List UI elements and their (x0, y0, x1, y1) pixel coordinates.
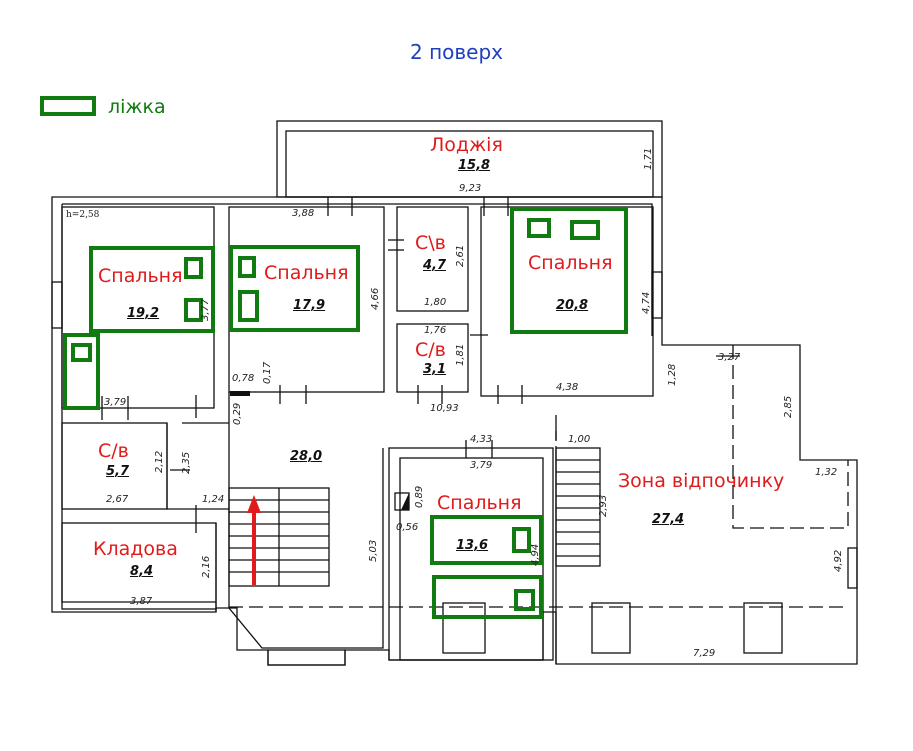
room-bedroom-4-label: Спальня (437, 492, 522, 514)
dim-label: 2,67 (106, 494, 129, 505)
dim-label: 1,80 (424, 297, 447, 308)
room-bedroom-1-area: 19,2 (127, 306, 160, 321)
dim-label: 9,23 (459, 183, 482, 194)
dim-label: 3,27 (718, 352, 741, 363)
room-rest-zone-label: Зона відпочинку (618, 470, 785, 492)
room-wc-1-label: С\в (415, 232, 446, 254)
stairs-right (555, 447, 601, 567)
dim-label: 2,85 (783, 395, 794, 418)
stairs-up-arrow (247, 495, 261, 585)
dim-label: 2,35 (181, 451, 192, 474)
legend-label: ліжка (108, 96, 166, 118)
dim-label: 2,61 (455, 244, 466, 267)
bed-5 (430, 515, 543, 565)
dim-label: 3,88 (292, 208, 315, 219)
dim-label: 4,38 (556, 382, 579, 393)
room-wc-1-area: 4,7 (423, 258, 447, 273)
room-rest-zone-area: 27,4 (652, 512, 685, 527)
dim-label: 3,79 (104, 397, 127, 408)
bed-1 (89, 246, 215, 333)
dim-label: 3,87 (130, 596, 153, 607)
room-wc-2-area: 3,1 (423, 362, 447, 377)
dim-label: 4,66 (370, 287, 381, 310)
page-title: 2 поверх (409, 40, 504, 64)
room-bedroom-2-label: Спальня (264, 262, 349, 284)
dim-label: 2,93 (598, 494, 609, 517)
room-wc-2-label: С/в (415, 339, 446, 361)
dim-label: 1,71 (643, 147, 654, 170)
legend-bed-swatch (40, 96, 96, 116)
dim-label: 1,32 (815, 467, 838, 478)
dim-label: 1,81 (455, 343, 466, 366)
bed-6 (432, 575, 543, 619)
room-loggia-area: 15,8 (458, 158, 491, 173)
dim-label: 3,79 (470, 460, 493, 471)
dim-label: 5,03 (368, 539, 379, 562)
dim-label: 4,92 (833, 549, 844, 572)
height-note: h=2,58 (66, 210, 100, 220)
dim-label: 0,56 (396, 522, 419, 533)
wall-bedroom-4 (388, 447, 554, 661)
dim-label: 1,28 (667, 363, 678, 386)
room-bedroom-3-label: Спальня (528, 252, 613, 274)
room-wc-3-label: С/в (98, 440, 129, 462)
dim-label: 0,29 (232, 402, 243, 425)
room-storage-area: 8,4 (130, 564, 154, 579)
dim-label: 0,17 (262, 361, 273, 384)
room-bedroom-2-area: 17,9 (293, 298, 326, 313)
dim-label: 0,89 (414, 485, 425, 508)
dim-label: 1,24 (202, 494, 225, 505)
dim-label: 4,74 (641, 291, 652, 314)
room-loggia-label: Лоджія (430, 134, 503, 156)
bed-3 (510, 207, 628, 334)
dim-label: 0,78 (232, 373, 255, 384)
room-bedroom-1-label: Спальня (98, 265, 183, 287)
dim-label: 1,76 (424, 325, 447, 336)
dim-label: 1,00 (568, 434, 591, 445)
dim-label: 3,77 (200, 298, 211, 321)
dim-label: 2,12 (154, 450, 165, 473)
dim-label: 10,93 (430, 403, 459, 414)
room-wc-3-area: 5,7 (106, 464, 130, 479)
dim-label: 2,16 (201, 555, 212, 578)
room-bedroom-4-area: 13,6 (456, 538, 489, 553)
bed-4 (63, 333, 100, 410)
room-storage-label: Кладова (93, 538, 178, 560)
dim-label: 4,94 (530, 543, 541, 566)
dim-label: 7,29 (693, 648, 716, 659)
wall-wc-1 (396, 206, 469, 312)
bed-2 (229, 245, 360, 332)
room-bedroom-3-area: 20,8 (556, 298, 589, 313)
dim-label: 4,33 (470, 434, 493, 445)
wall-wc-2 (396, 323, 469, 393)
room-hall-area: 28,0 (290, 449, 323, 464)
